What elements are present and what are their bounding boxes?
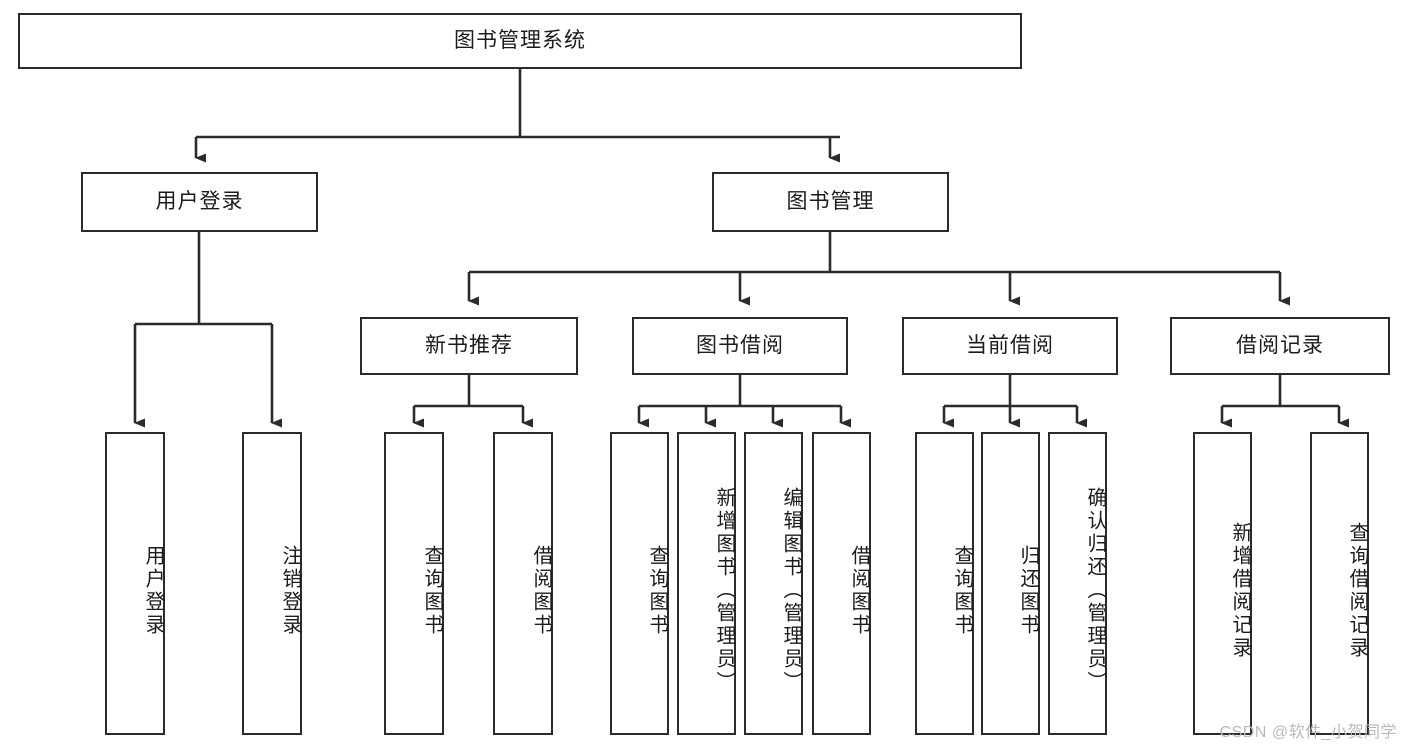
node-root[interactable]: 图书管理系统 [18, 13, 1022, 69]
node-leaf-add-book[interactable]: 新增图书（管理员） [677, 432, 736, 735]
node-leaf-user-logout-label: 注销登录 [279, 544, 301, 637]
node-leaf-borrow-book-2-label: 借阅图书 [848, 544, 870, 637]
node-current-borrow-label: 当前借阅 [966, 334, 1054, 358]
node-leaf-return-book-label: 归还图书 [1017, 544, 1039, 637]
node-leaf-query-book-2[interactable]: 查询图书 [610, 432, 669, 735]
node-new-book-recommend-label: 新书推荐 [425, 334, 513, 358]
node-leaf-add-borrow-record-label: 新增借阅记录 [1229, 521, 1251, 660]
node-leaf-query-book-1[interactable]: 查询图书 [384, 432, 444, 735]
node-book-borrow-label: 图书借阅 [696, 334, 784, 358]
node-new-book-recommend[interactable]: 新书推荐 [360, 317, 578, 375]
node-book-borrow[interactable]: 图书借阅 [632, 317, 848, 375]
node-leaf-user-login-label: 用户登录 [142, 544, 164, 637]
node-root-label: 图书管理系统 [454, 29, 586, 53]
node-leaf-query-book-3-label: 查询图书 [951, 544, 973, 637]
node-leaf-borrow-book-1[interactable]: 借阅图书 [493, 432, 553, 735]
node-leaf-confirm-return[interactable]: 确认归还（管理员） [1048, 432, 1107, 735]
node-leaf-edit-book[interactable]: 编辑图书（管理员） [744, 432, 803, 735]
node-borrow-record-label: 借阅记录 [1236, 334, 1324, 358]
node-user-login[interactable]: 用户登录 [81, 172, 318, 232]
node-leaf-add-borrow-record[interactable]: 新增借阅记录 [1193, 432, 1252, 735]
node-book-manage-label: 图书管理 [786, 190, 875, 214]
node-leaf-query-borrow-record-label: 查询借阅记录 [1346, 521, 1368, 660]
node-leaf-confirm-return-label: 确认归还（管理员） [1084, 487, 1106, 694]
node-leaf-return-book[interactable]: 归还图书 [981, 432, 1040, 735]
node-leaf-borrow-book-1-label: 借阅图书 [530, 544, 552, 637]
node-leaf-edit-book-label: 编辑图书（管理员） [780, 487, 802, 694]
node-leaf-user-login[interactable]: 用户登录 [105, 432, 165, 735]
node-book-manage[interactable]: 图书管理 [712, 172, 949, 232]
node-current-borrow[interactable]: 当前借阅 [902, 317, 1118, 375]
node-user-login-label: 用户登录 [155, 190, 244, 214]
node-borrow-record[interactable]: 借阅记录 [1170, 317, 1390, 375]
node-leaf-borrow-book-2[interactable]: 借阅图书 [812, 432, 871, 735]
node-leaf-query-book-2-label: 查询图书 [646, 544, 668, 637]
node-leaf-query-borrow-record[interactable]: 查询借阅记录 [1310, 432, 1369, 735]
node-leaf-add-book-label: 新增图书（管理员） [713, 487, 735, 694]
node-leaf-query-book-1-label: 查询图书 [421, 544, 443, 637]
node-leaf-user-logout[interactable]: 注销登录 [242, 432, 302, 735]
watermark-text: CSDN @软件_小贺同学 [1219, 724, 1397, 741]
node-leaf-query-book-3[interactable]: 查询图书 [915, 432, 974, 735]
